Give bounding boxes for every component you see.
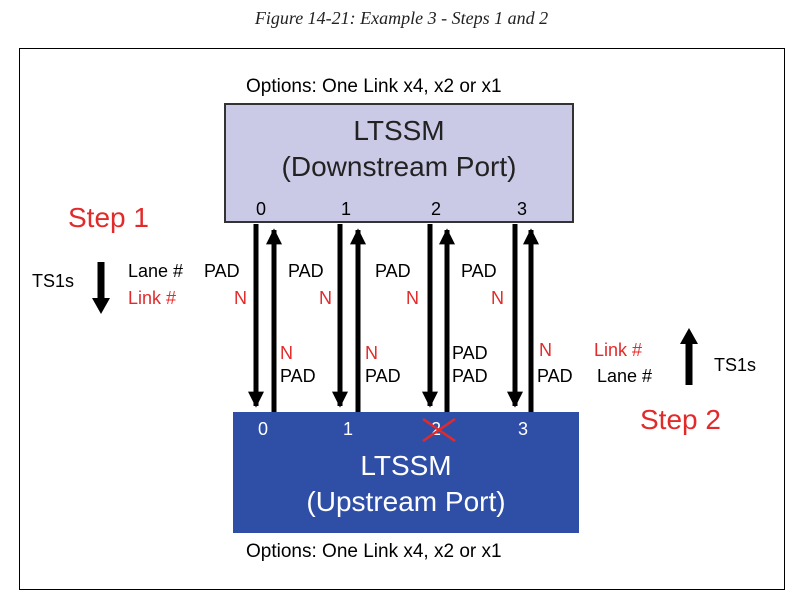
step1-lane-2-value: PAD [375, 261, 411, 281]
downstream-port-box: LTSSM (Downstream Port) [224, 103, 574, 223]
step1-link-0-value: N [234, 288, 247, 308]
lane-1-arrows [331, 224, 367, 412]
step1-link-1-value: N [319, 288, 332, 308]
step1-label: Step 1 [68, 202, 149, 233]
upstream-lane-0: 0 [258, 419, 269, 439]
downstream-lane-1: 1 [341, 199, 352, 219]
downstream-lane-0: 0 [256, 199, 267, 219]
step2-ts1s-label: TS1s [714, 355, 757, 375]
ts1s-up-arrow [680, 328, 698, 385]
failed-lane-cross-icon [422, 417, 456, 443]
step1-lane-label: Lane # [128, 261, 184, 281]
step2-link-1-value: N [365, 343, 378, 363]
step2-lane-2-value: PAD [452, 366, 488, 386]
step1-link-2-value: N [406, 288, 419, 308]
ts1s-down-arrow-head [92, 298, 110, 314]
step2-link-3-value: N [539, 340, 552, 360]
step1-lane-0-value: PAD [204, 261, 240, 281]
lane-2-arrows [421, 224, 456, 412]
step2-link-0-value: N [280, 343, 293, 363]
options-top: Options: One Link x4, x2 or x1 [246, 76, 502, 97]
upstream-title-line1: LTSSM [360, 450, 452, 481]
step2-lane-0-value: PAD [280, 366, 316, 386]
ts1s-down-arrow [92, 262, 110, 314]
downstream-lane-2: 2 [431, 199, 442, 219]
upstream-lane-3: 3 [518, 419, 529, 439]
lane-3-arrows [506, 224, 540, 412]
step2-lane-3-value: PAD [537, 366, 573, 386]
step2-lane-label: Lane # [597, 366, 653, 386]
step1-link-label: Link # [128, 288, 177, 308]
step2-label: Step 2 [640, 404, 721, 435]
downstream-title-line1: LTSSM [353, 115, 445, 146]
upstream-lane-1: 1 [343, 419, 354, 439]
step1-lane-1-value: PAD [288, 261, 324, 281]
lane-0-arrows [247, 224, 283, 412]
step1-ts1s-label: TS1s [32, 271, 75, 291]
step2-link-2-value: PAD [452, 343, 488, 363]
ts1s-up-arrow-head [680, 328, 698, 344]
step2-lane-1-value: PAD [365, 366, 401, 386]
step1-link-3-value: N [491, 288, 504, 308]
upstream-port-box: LTSSM (Upstream Port) [233, 412, 579, 533]
step2-link-label: Link # [594, 340, 643, 360]
options-bottom: Options: One Link x4, x2 or x1 [246, 541, 502, 562]
step1-lane-3-value: PAD [461, 261, 497, 281]
cross-stroke-2 [422, 417, 456, 443]
downstream-lane-3: 3 [517, 199, 528, 219]
figure-caption: Figure 14-21: Example 3 - Steps 1 and 2 [254, 8, 549, 28]
diagram-frame [19, 48, 785, 590]
upstream-title-line2: (Upstream Port) [306, 486, 506, 517]
downstream-title-line2: (Downstream Port) [281, 151, 517, 182]
